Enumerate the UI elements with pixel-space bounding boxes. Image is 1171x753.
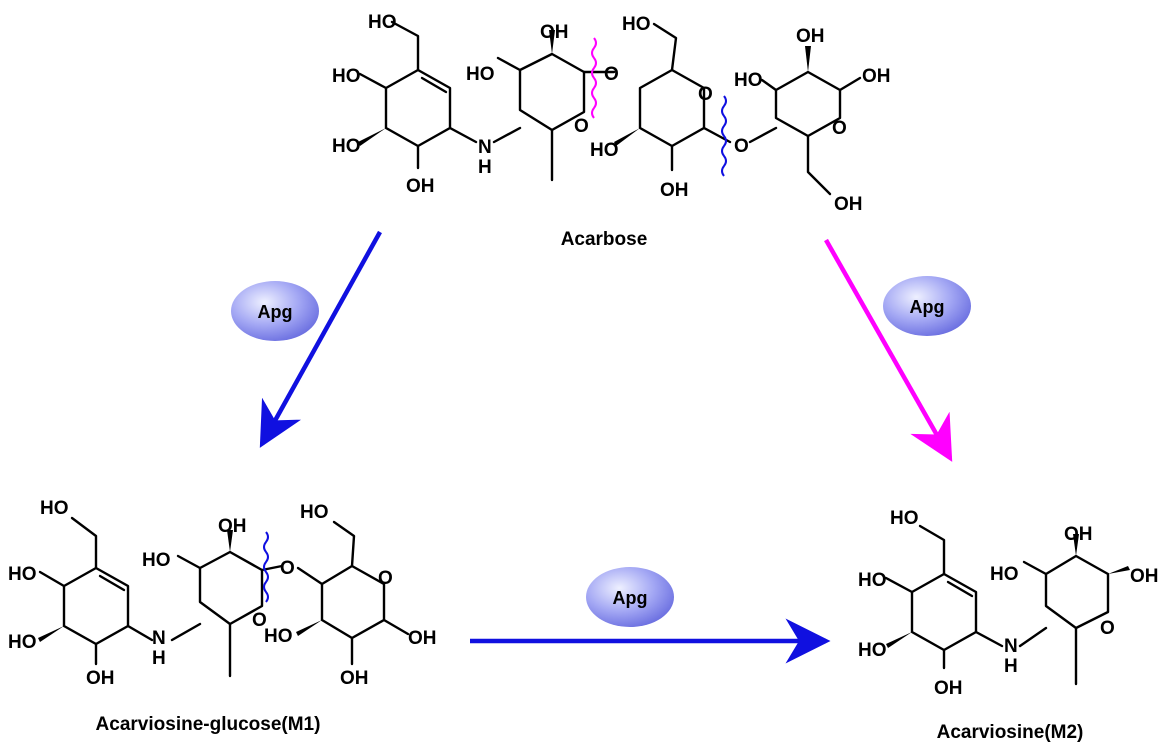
svg-text:HO: HO [142,550,171,571]
svg-text:O: O [832,118,847,139]
svg-text:Apg: Apg [258,302,293,322]
svg-text:O: O [604,64,619,85]
svg-text:HO: HO [622,14,651,35]
svg-text:OH: OH [408,628,437,649]
acarbose-atom-labels: HO HO HO OH N H HO OH O O HO O HO OH O H… [332,12,891,215]
m2-structure [884,524,1130,686]
svg-text:O: O [734,136,749,157]
svg-text:OH: OH [340,668,369,689]
svg-text:OH: OH [796,26,825,47]
svg-text:OH: OH [1130,566,1159,587]
svg-text:N: N [478,137,492,158]
svg-text:HO: HO [264,626,293,647]
svg-text:O: O [378,568,393,589]
svg-text:OH: OH [1064,524,1093,545]
svg-text:OH: OH [862,66,891,87]
acarbose-structure [358,20,862,196]
svg-text:HO: HO [590,140,619,161]
svg-text:OH: OH [934,678,963,699]
m1-structure [38,516,410,678]
svg-text:Apg: Apg [613,588,648,608]
enzyme-apg-right: Apg [883,276,971,336]
enzyme-apg-bottom: Apg [586,567,674,627]
svg-text:HO: HO [858,640,887,661]
enzyme-apg-left: Apg [231,281,319,341]
svg-text:Apg: Apg [910,297,945,317]
svg-text:O: O [280,558,295,579]
svg-text:OH: OH [834,194,863,215]
svg-text:OH: OH [660,180,689,201]
m1-atom-labels: HO HO HO OH N H HO OH O O HO O HO OH OH [8,498,437,689]
svg-text:H: H [152,648,166,669]
svg-text:OH: OH [540,22,569,43]
magenta-arrow-right [824,238,953,462]
svg-text:HO: HO [858,570,887,591]
svg-text:O: O [698,84,713,105]
svg-text:HO: HO [8,632,37,653]
svg-text:HO: HO [300,502,329,523]
blue-arrow-left [259,230,382,448]
svg-text:HO: HO [332,66,361,87]
svg-text:HO: HO [368,12,397,33]
svg-text:H: H [1004,656,1018,677]
svg-text:HO: HO [8,564,37,585]
svg-text:OH: OH [218,516,247,537]
svg-text:O: O [574,116,589,137]
svg-text:N: N [152,628,166,649]
acarbose-label: Acarbose [561,229,648,250]
svg-text:HO: HO [466,64,495,85]
svg-text:HO: HO [734,70,763,91]
svg-text:HO: HO [890,508,919,529]
svg-text:HO: HO [40,498,69,519]
svg-text:OH: OH [86,668,115,689]
svg-text:H: H [478,157,492,178]
m2-atom-labels: HO HO HO OH N H HO OH OH O [858,508,1159,699]
svg-text:OH: OH [406,176,435,197]
m1-label: Acarviosine-glucose(M1) [96,714,321,735]
svg-text:O: O [1100,618,1115,639]
m2-label: Acarviosine(M2) [937,722,1084,743]
svg-text:HO: HO [332,136,361,157]
svg-text:HO: HO [990,564,1019,585]
svg-text:O: O [252,610,267,631]
svg-text:N: N [1004,636,1018,657]
